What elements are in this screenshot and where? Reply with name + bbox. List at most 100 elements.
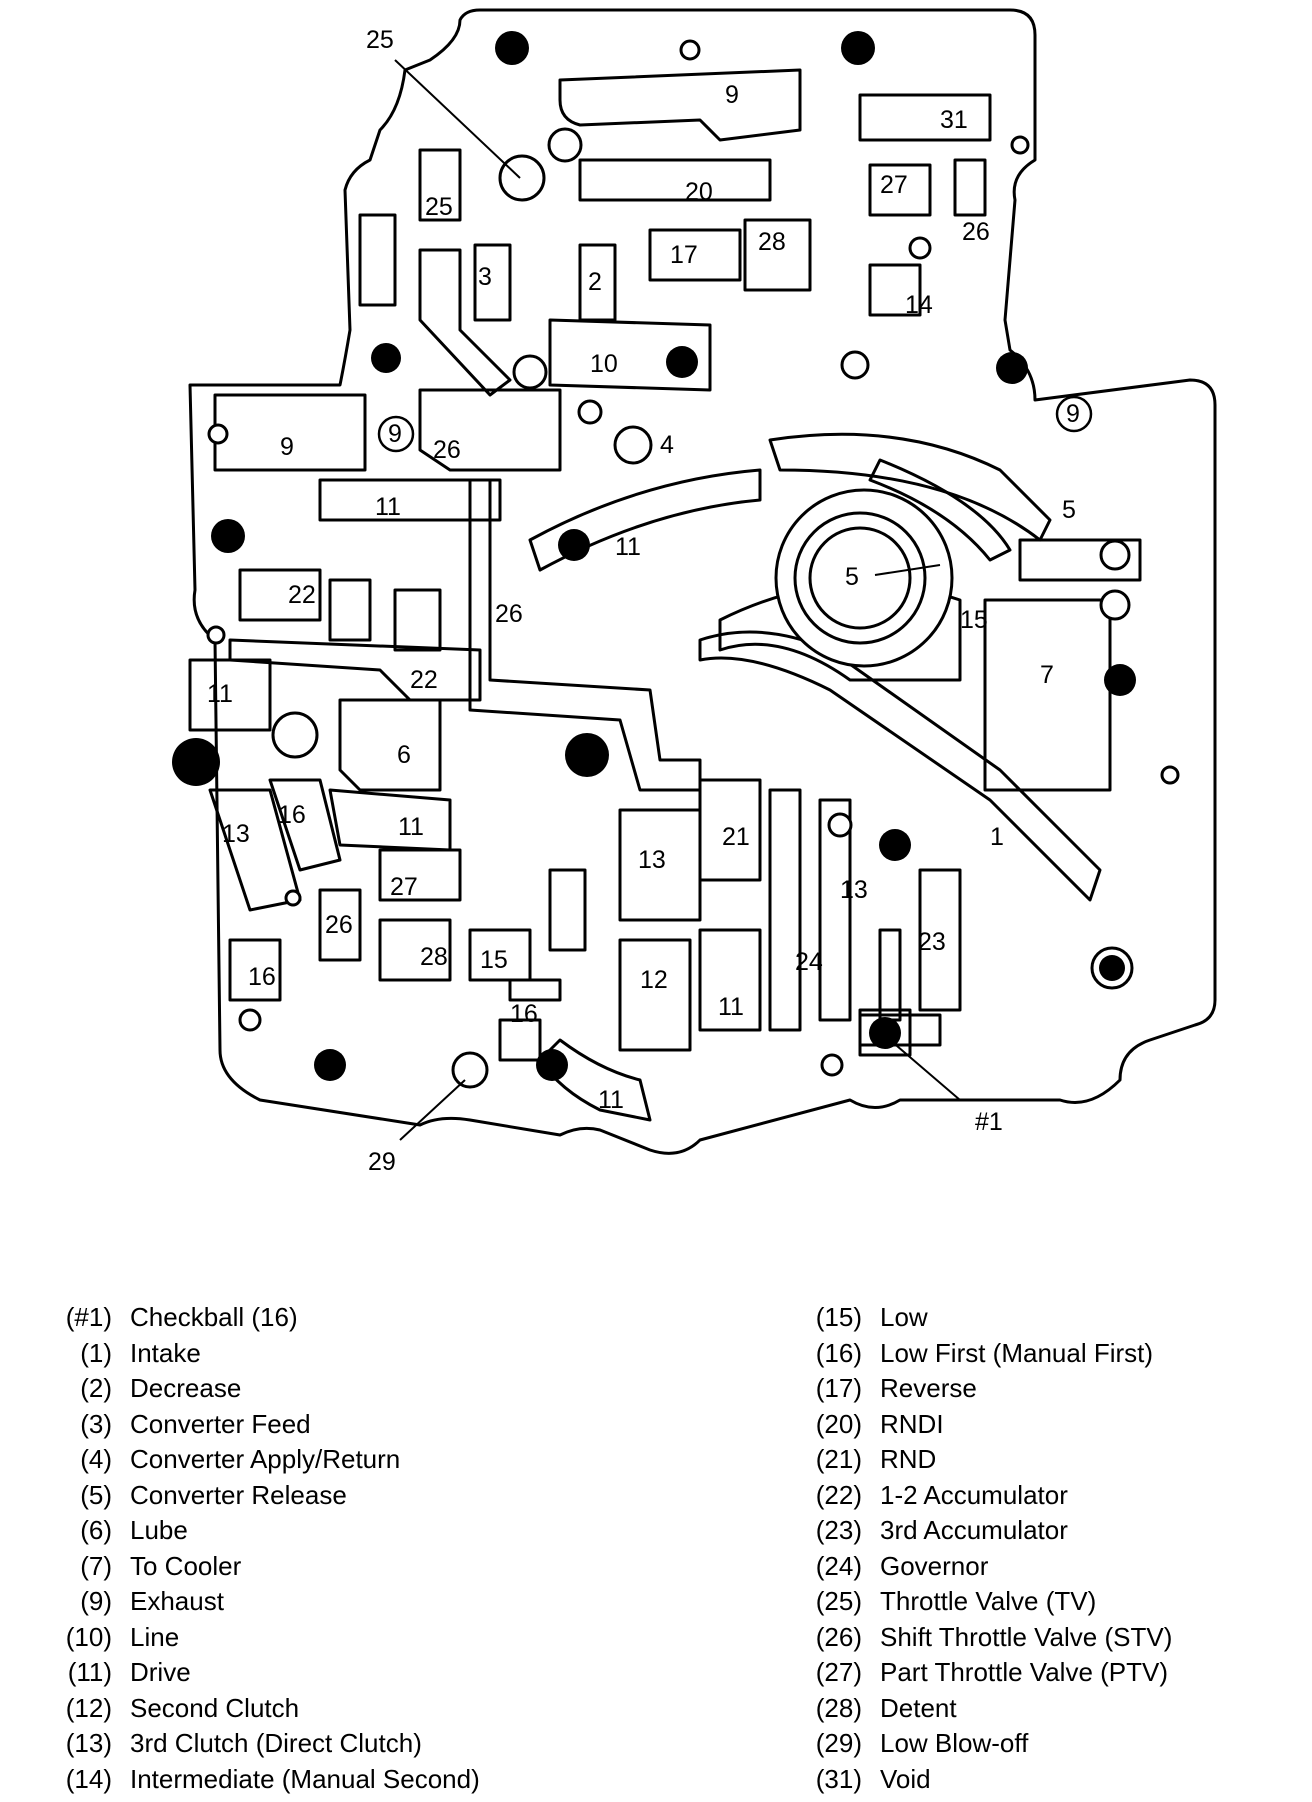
- legend-item-text: Drive: [130, 1657, 191, 1687]
- legend-item: (21)RND: [790, 1442, 1172, 1478]
- channel: [508, 978, 562, 1002]
- region-label: 1: [990, 823, 1004, 851]
- region-label: 5: [1062, 496, 1076, 524]
- region-label: 4: [660, 431, 674, 459]
- legend-item-text: Governor: [880, 1550, 989, 1581]
- channel: [868, 163, 932, 217]
- legend-item: (6)Lube: [40, 1513, 480, 1549]
- legend-item: (10) Line: [40, 1620, 480, 1656]
- region-label: 17: [670, 241, 698, 269]
- hole: [808, 526, 912, 630]
- channel: [378, 848, 462, 902]
- legend-item: (27)Part Throttle Valve (PTV): [790, 1655, 1172, 1691]
- legend-item-number: (#1): [65, 1302, 112, 1332]
- legend-item: (9)Exhaust: [40, 1584, 480, 1620]
- legend-left-column: (#1)Checkball (16)(1)Intake(2)Decrease(3…: [40, 1300, 480, 1797]
- channel: [618, 938, 692, 1052]
- legend-item-number: (14): [65, 1763, 112, 1794]
- channel: [418, 148, 462, 222]
- channel: [618, 808, 702, 922]
- hole: [1160, 765, 1180, 785]
- legend-item-text: Detent: [880, 1692, 957, 1723]
- region-label: 12: [640, 966, 668, 994]
- channel: [528, 468, 762, 572]
- region-label: 22: [410, 666, 438, 694]
- region-label: 27: [390, 873, 418, 901]
- region-label: 11: [207, 680, 233, 708]
- legend-item-text: Part Throttle Valve (PTV): [880, 1657, 1169, 1687]
- region-label: 16: [278, 801, 306, 829]
- legend-item-number: (16): [815, 1337, 862, 1368]
- region-label: 13: [840, 876, 868, 904]
- hole: [908, 236, 932, 260]
- legend-item: (12)Second Clutch: [40, 1691, 480, 1727]
- legend-item-number: (10): [65, 1621, 112, 1652]
- legend-item-number: (24): [815, 1550, 862, 1581]
- channel: [473, 243, 512, 322]
- checkball-dot: [869, 1017, 901, 1049]
- legend-item-number: (4): [80, 1444, 112, 1474]
- legend-item-number: (22): [815, 1479, 862, 1510]
- hole: [577, 399, 603, 425]
- valve-body-outline: [188, 8, 1217, 1155]
- region-label: 11: [398, 813, 424, 841]
- region-label: 9: [388, 420, 402, 448]
- bolt-dot: [1104, 664, 1136, 696]
- hole: [238, 1008, 262, 1032]
- legend-item-text: Exhaust: [130, 1586, 224, 1616]
- hole: [271, 711, 319, 759]
- legend-item: (11)Drive: [40, 1655, 480, 1691]
- region-label: 26: [962, 218, 990, 246]
- callout-29: 29: [368, 1148, 396, 1176]
- legend-item-number: (17): [815, 1373, 862, 1403]
- circled-marker: [1055, 395, 1093, 433]
- channel: [393, 588, 442, 652]
- channel: [578, 158, 772, 202]
- region-label: 10: [590, 350, 618, 378]
- region-label: 26: [495, 600, 523, 628]
- region-label: 7: [1040, 661, 1054, 689]
- region-label: 2: [588, 268, 602, 296]
- hole: [820, 1053, 844, 1077]
- hole: [547, 127, 583, 163]
- channel: [768, 788, 802, 1032]
- channel: [818, 798, 852, 1022]
- legend-item-number: (7): [80, 1550, 112, 1581]
- region-label: 15: [960, 606, 988, 634]
- legend-item: (3)Converter Feed: [40, 1407, 480, 1443]
- legend-item-number: (31): [815, 1763, 862, 1794]
- legend-item-number: (21): [815, 1444, 862, 1474]
- legend-item: (4)Converter Apply/Return: [40, 1442, 480, 1478]
- region-label: 28: [758, 228, 786, 256]
- hole: [206, 625, 226, 645]
- legend-item-number: (1): [80, 1337, 112, 1368]
- channel: [213, 393, 367, 472]
- legend-item-text: Low Blow-off: [880, 1728, 1029, 1758]
- legend-item: (26)Shift Throttle Valve (STV): [790, 1620, 1173, 1656]
- region-label: 26: [433, 436, 461, 464]
- channel: [418, 248, 512, 397]
- legend-item-number: (25): [815, 1586, 862, 1616]
- legend-item: (22)1-2 Accumulator: [790, 1478, 1172, 1514]
- bolt-dot: [172, 738, 220, 786]
- region-label: 14: [905, 291, 933, 319]
- bolt-dot: [666, 346, 698, 378]
- legend-item-number: (13): [65, 1728, 112, 1758]
- region-label: 5: [845, 563, 859, 591]
- region-label: 26: [325, 911, 353, 939]
- channel: [418, 388, 562, 472]
- channel: [338, 698, 442, 792]
- hole: [613, 425, 653, 465]
- region-label: 16: [510, 1000, 538, 1028]
- region-label: 13: [222, 820, 250, 848]
- legend-item-number: (26): [815, 1621, 862, 1652]
- legend-item: (#1)Checkball (16): [40, 1300, 480, 1336]
- region-label: 11: [598, 1086, 624, 1114]
- legend-item-text: Line: [130, 1621, 180, 1652]
- legend-item: (2)Decrease: [40, 1371, 480, 1407]
- region-label: 27: [880, 171, 908, 199]
- leader-line-5: [874, 564, 941, 576]
- leader-line-25: [394, 59, 521, 179]
- channel: [468, 478, 702, 792]
- hole: [207, 423, 229, 445]
